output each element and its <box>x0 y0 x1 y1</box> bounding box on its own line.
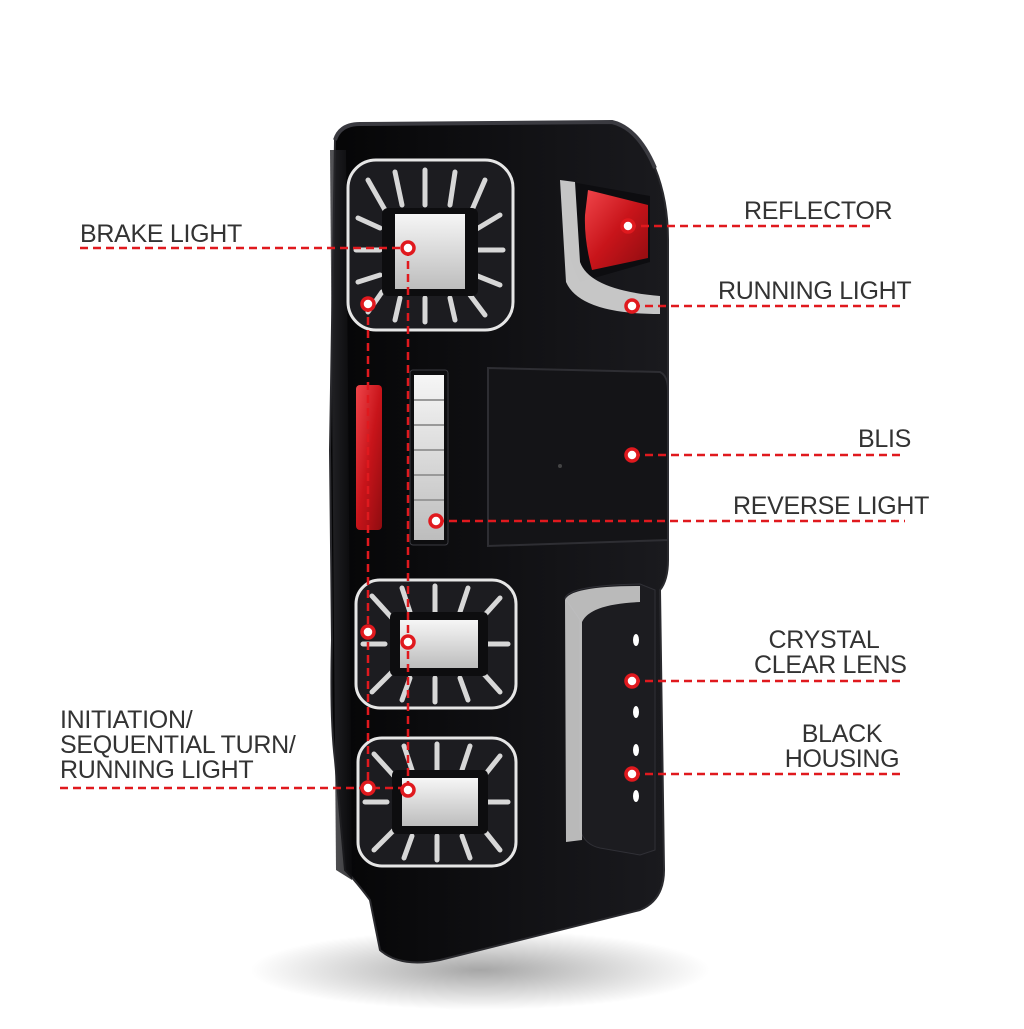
blis-sensor-dot <box>558 464 562 468</box>
brake-light-marker <box>400 240 416 256</box>
running-light-marker <box>624 298 640 314</box>
sequential-turn-label-line1: INITIATION/ <box>60 706 193 734</box>
running-light-label: RUNNING LIGHT <box>718 277 912 305</box>
crystal-clear-lens-label-line2: CLEAR LENS <box>754 651 907 679</box>
sequential-turn-label: INITIATION/ SEQUENTIAL TURN/ RUNNING LIG… <box>60 708 296 783</box>
running-light-guide-lower <box>565 586 640 842</box>
sequential-turn-marker-2 <box>360 624 376 640</box>
housing-bevel <box>330 150 352 880</box>
reflector-lens <box>584 190 648 270</box>
side-red-strip <box>356 385 382 530</box>
crystal-clear-lens-label: CRYSTAL CLEAR LENS <box>754 626 907 679</box>
reflector-marker <box>620 218 636 234</box>
black-housing-label: BLACK HOUSING <box>780 722 904 772</box>
blis-marker <box>624 447 640 463</box>
sequential-turn-marker-3 <box>400 634 416 650</box>
turn-light-module-upper <box>354 578 518 710</box>
black-housing-label-line2: HOUSING <box>784 745 900 773</box>
crystal-clear-lens-label-line1: CRYSTAL <box>768 626 880 654</box>
sequential-turn-marker-1 <box>360 296 376 312</box>
housing-rim <box>333 119 657 169</box>
reverse-light-lens <box>414 375 444 540</box>
black-housing-marker <box>624 766 640 782</box>
turn-light-module-lower <box>356 736 518 868</box>
callout-markers <box>360 218 640 798</box>
black-housing-label-line1: BLACK <box>801 720 883 748</box>
reflector-label: REFLECTOR <box>744 197 893 225</box>
crystal-clear-lens-panel <box>564 583 656 856</box>
brake-light-label: BRAKE LIGHT <box>80 220 243 248</box>
floor-shadow <box>250 930 710 1010</box>
sequential-turn-label-line2: SEQUENTIAL TURN/ <box>60 731 296 759</box>
crystal-clear-lens-marker <box>624 673 640 689</box>
sequential-turn-marker-4 <box>360 780 376 796</box>
reverse-light-label: REVERSE LIGHT <box>733 492 930 520</box>
blis-label: BLIS <box>858 425 911 453</box>
sequential-turn-marker-5 <box>400 782 416 798</box>
blis-sensor-block <box>487 366 669 548</box>
sequential-turn-label-line3: RUNNING LIGHT <box>60 756 254 784</box>
reverse-light-marker <box>428 513 444 529</box>
running-light-guide-upper <box>560 180 660 314</box>
callout-leaders <box>60 224 905 790</box>
lens-accents <box>633 634 639 802</box>
